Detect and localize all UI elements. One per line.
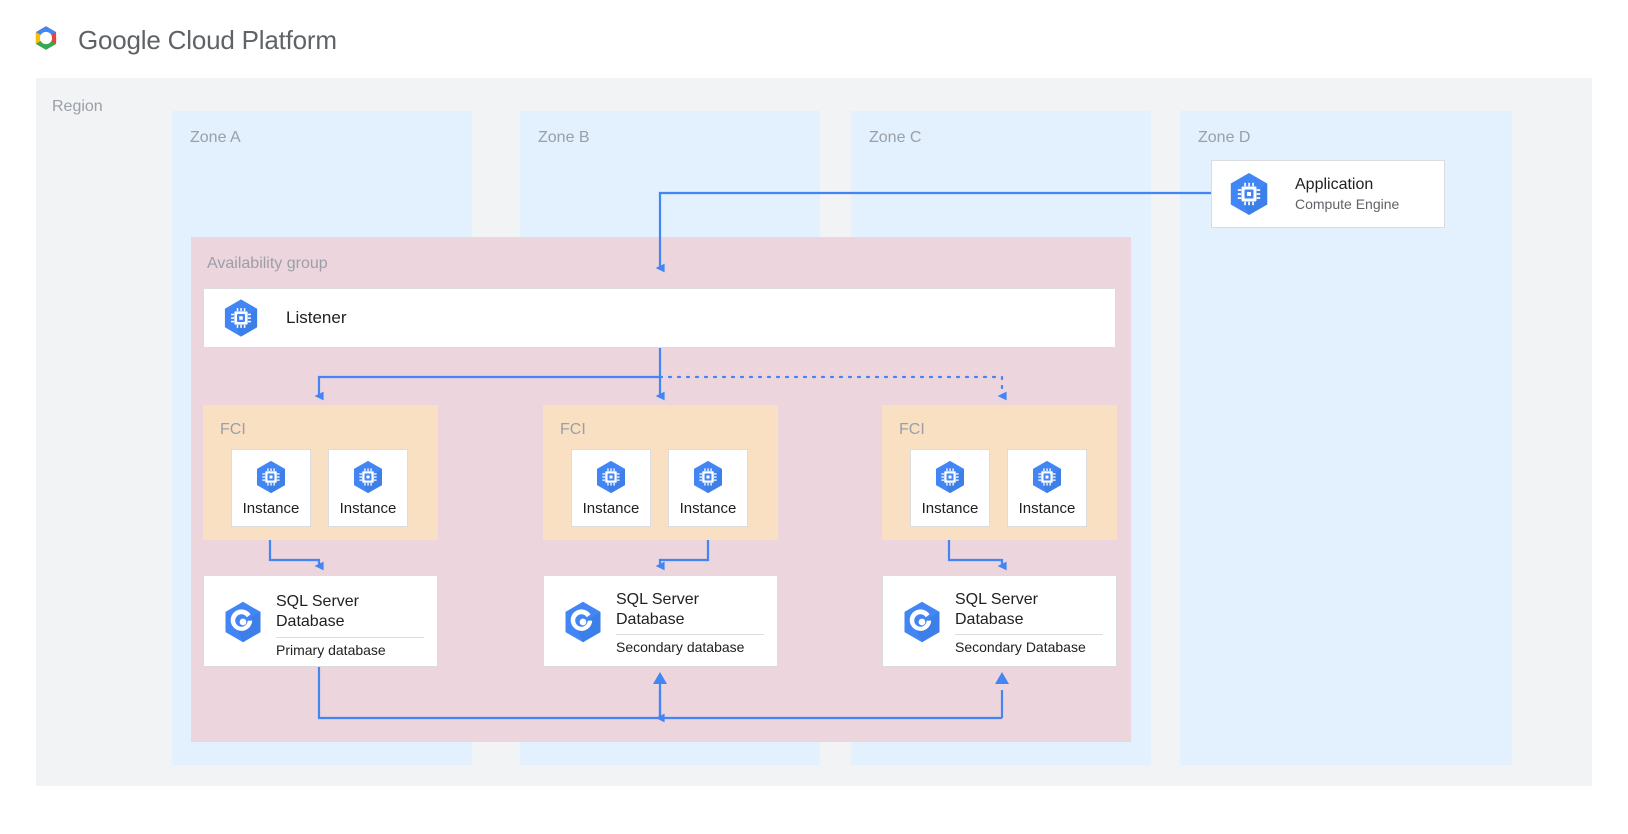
compute-engine-icon bbox=[688, 457, 728, 497]
listener-card[interactable]: Listener bbox=[203, 288, 1116, 348]
wire-fci-b-to-db-b bbox=[655, 528, 710, 571]
instance-a2[interactable]: Instance bbox=[328, 449, 408, 527]
wire-primary-db-replication-bus bbox=[317, 667, 1002, 720]
instance-b2[interactable]: Instance bbox=[668, 449, 748, 527]
database-divider bbox=[955, 634, 1103, 635]
instance-label: Instance bbox=[242, 500, 300, 517]
application-title: Application bbox=[1295, 175, 1374, 193]
brand-header: Google Cloud Platform bbox=[28, 22, 337, 58]
sql-server-database-icon bbox=[897, 597, 947, 647]
compute-engine-icon bbox=[218, 295, 264, 341]
database-divider bbox=[616, 634, 764, 635]
application-subtitle: Compute Engine bbox=[1295, 195, 1400, 212]
brand-title: Google Cloud Platform bbox=[78, 24, 337, 55]
wire-application-to-listener bbox=[655, 191, 1211, 273]
wire-replication-to-db-b bbox=[653, 672, 667, 723]
wire-replication-to-db-c bbox=[995, 672, 1009, 718]
fci-b-label: FCI bbox=[560, 421, 586, 438]
compute-engine-icon bbox=[591, 457, 631, 497]
compute-engine-icon bbox=[251, 457, 291, 497]
database-divider bbox=[276, 637, 424, 638]
instance-c1[interactable]: Instance bbox=[910, 449, 990, 527]
instance-b1[interactable]: Instance bbox=[571, 449, 651, 527]
availability-group-label: Availability group bbox=[207, 255, 328, 272]
database-role: Secondary database bbox=[616, 639, 745, 655]
instance-label: Instance bbox=[679, 500, 737, 517]
instance-label: Instance bbox=[339, 500, 397, 517]
instance-label: Instance bbox=[582, 500, 640, 517]
fci-a-label: FCI bbox=[220, 421, 246, 438]
compute-engine-icon bbox=[1027, 457, 1067, 497]
database-card-primary[interactable]: SQL Server Database Primary database bbox=[203, 575, 438, 667]
database-title: SQL Server Database bbox=[955, 591, 1038, 629]
zone-c-label: Zone C bbox=[869, 129, 922, 146]
wire-listener-to-fci-a bbox=[314, 375, 660, 401]
application-card[interactable]: Application Compute Engine bbox=[1211, 160, 1445, 228]
fci-group-c: FCI Instance bbox=[882, 405, 1117, 540]
wire-fci-c-to-db-c bbox=[947, 528, 1007, 571]
database-card-secondary-c[interactable]: SQL Server Database Secondary Database bbox=[882, 575, 1117, 667]
database-role: Secondary Database bbox=[955, 639, 1086, 655]
database-title: SQL Server Database bbox=[616, 591, 699, 629]
zone-d-label: Zone D bbox=[1198, 129, 1251, 146]
sql-server-database-icon bbox=[558, 597, 608, 647]
instance-label: Instance bbox=[1018, 500, 1076, 517]
database-title: SQL Server Database bbox=[276, 593, 359, 631]
instance-c2[interactable]: Instance bbox=[1007, 449, 1087, 527]
google-cloud-logo-icon bbox=[28, 22, 64, 58]
database-role: Primary database bbox=[276, 642, 386, 658]
instance-label: Instance bbox=[921, 500, 979, 517]
listener-label: Listener bbox=[286, 308, 347, 327]
database-card-secondary-b[interactable]: SQL Server Database Secondary database bbox=[543, 575, 778, 667]
compute-engine-icon bbox=[1223, 168, 1275, 220]
application-text: Application Compute Engine bbox=[1295, 175, 1399, 213]
compute-engine-icon bbox=[930, 457, 970, 497]
zone-b-label: Zone B bbox=[538, 129, 590, 146]
fci-group-b: FCI Instance bbox=[543, 405, 778, 540]
wire-fci-a-to-db-a bbox=[268, 528, 324, 571]
sql-server-database-icon bbox=[218, 597, 268, 647]
zone-a-label: Zone A bbox=[190, 129, 241, 146]
fci-c-label: FCI bbox=[899, 421, 925, 438]
fci-group-a: FCI Instance bbox=[203, 405, 438, 540]
wire-listener-to-fci-c-dotted bbox=[658, 375, 1007, 401]
region-label: Region bbox=[52, 98, 103, 115]
instance-a1[interactable]: Instance bbox=[231, 449, 311, 527]
compute-engine-icon bbox=[348, 457, 388, 497]
